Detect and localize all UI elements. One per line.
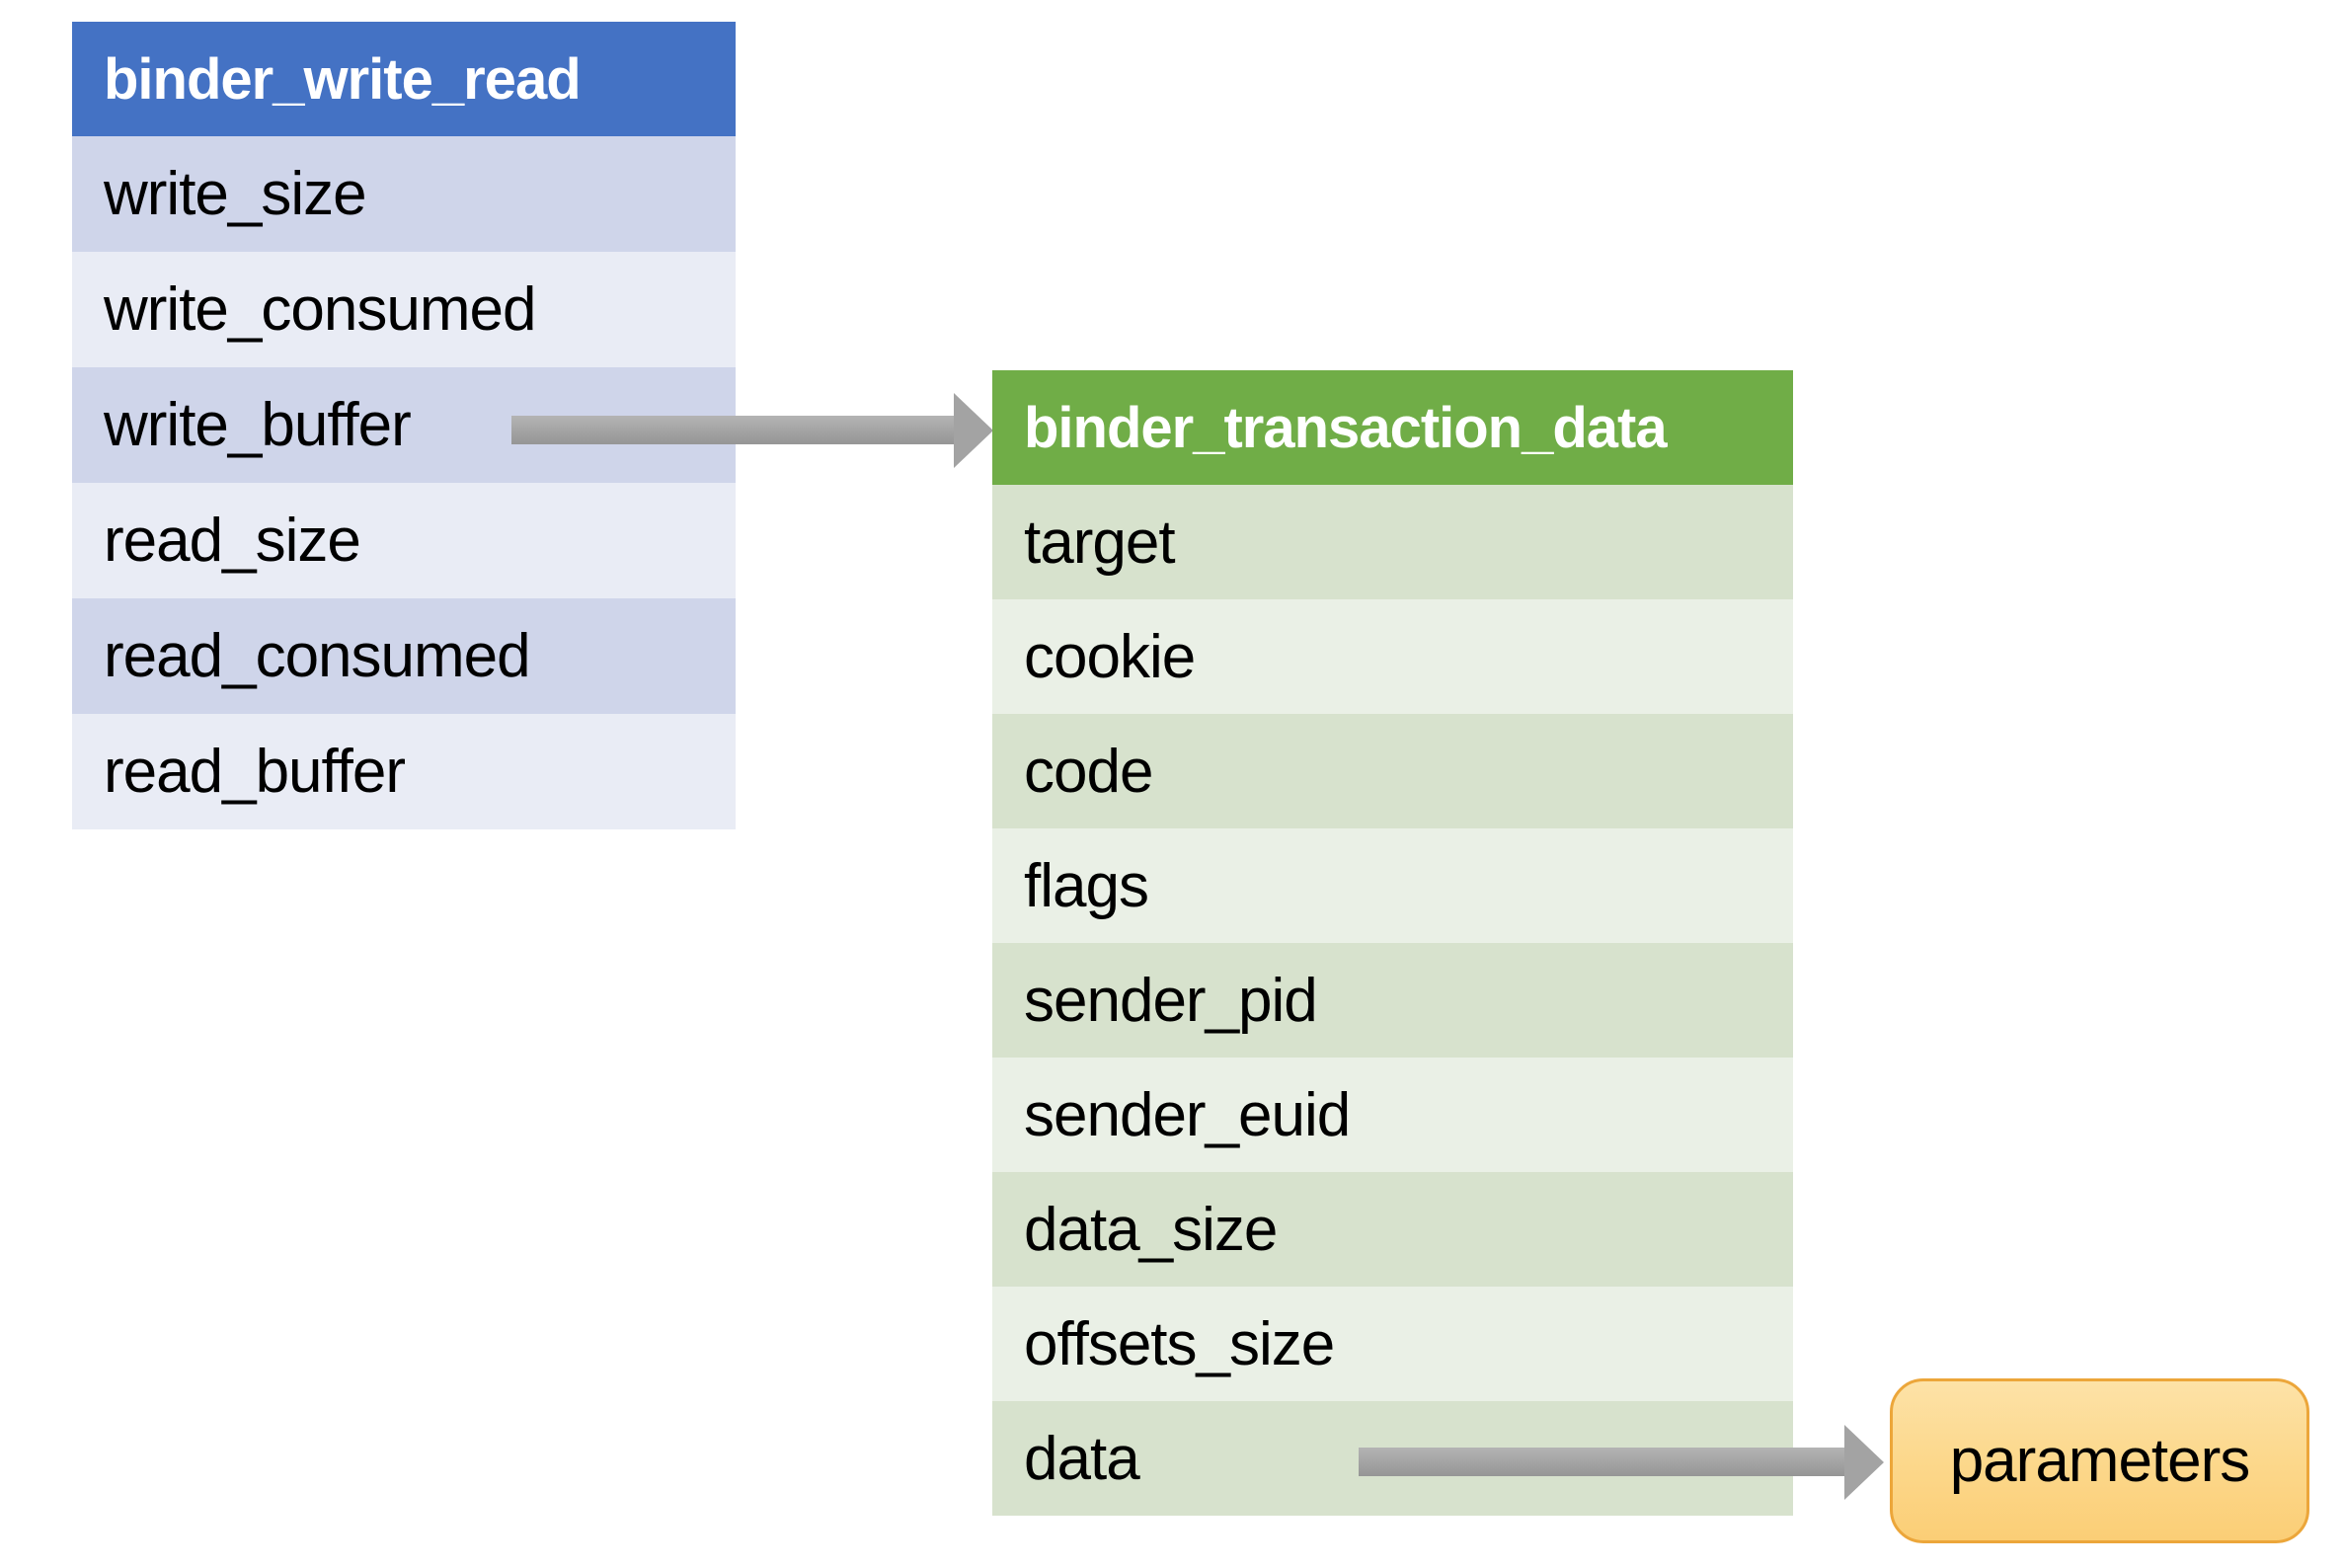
row-code: code bbox=[992, 714, 1793, 828]
arrow-shaft bbox=[1359, 1448, 1845, 1476]
row-offsets-size: offsets_size bbox=[992, 1287, 1793, 1401]
row-read-size: read_size bbox=[72, 483, 736, 598]
arrow-head-icon bbox=[954, 393, 993, 468]
binder-write-read-header: binder_write_read bbox=[72, 22, 736, 136]
binder-transaction-data-header: binder_transaction_data bbox=[992, 370, 1793, 485]
row-read-buffer: read_buffer bbox=[72, 714, 736, 829]
parameters-label: parameters bbox=[1949, 1427, 2251, 1495]
row-read-consumed: read_consumed bbox=[72, 598, 736, 714]
row-target: target bbox=[992, 485, 1793, 599]
binder-transaction-data-table: binder_transaction_data target cookie co… bbox=[992, 370, 1793, 1516]
row-cookie: cookie bbox=[992, 599, 1793, 714]
row-flags: flags bbox=[992, 828, 1793, 943]
row-write-size: write_size bbox=[72, 136, 736, 252]
row-sender-pid: sender_pid bbox=[992, 943, 1793, 1058]
row-sender-euid: sender_euid bbox=[992, 1058, 1793, 1172]
parameters-box: parameters bbox=[1890, 1378, 2309, 1543]
arrow-shaft bbox=[511, 416, 955, 444]
arrow-head-icon bbox=[1844, 1425, 1884, 1500]
binder-write-read-table: binder_write_read write_size write_consu… bbox=[72, 22, 736, 829]
row-write-consumed: write_consumed bbox=[72, 252, 736, 367]
row-data-size: data_size bbox=[992, 1172, 1793, 1287]
